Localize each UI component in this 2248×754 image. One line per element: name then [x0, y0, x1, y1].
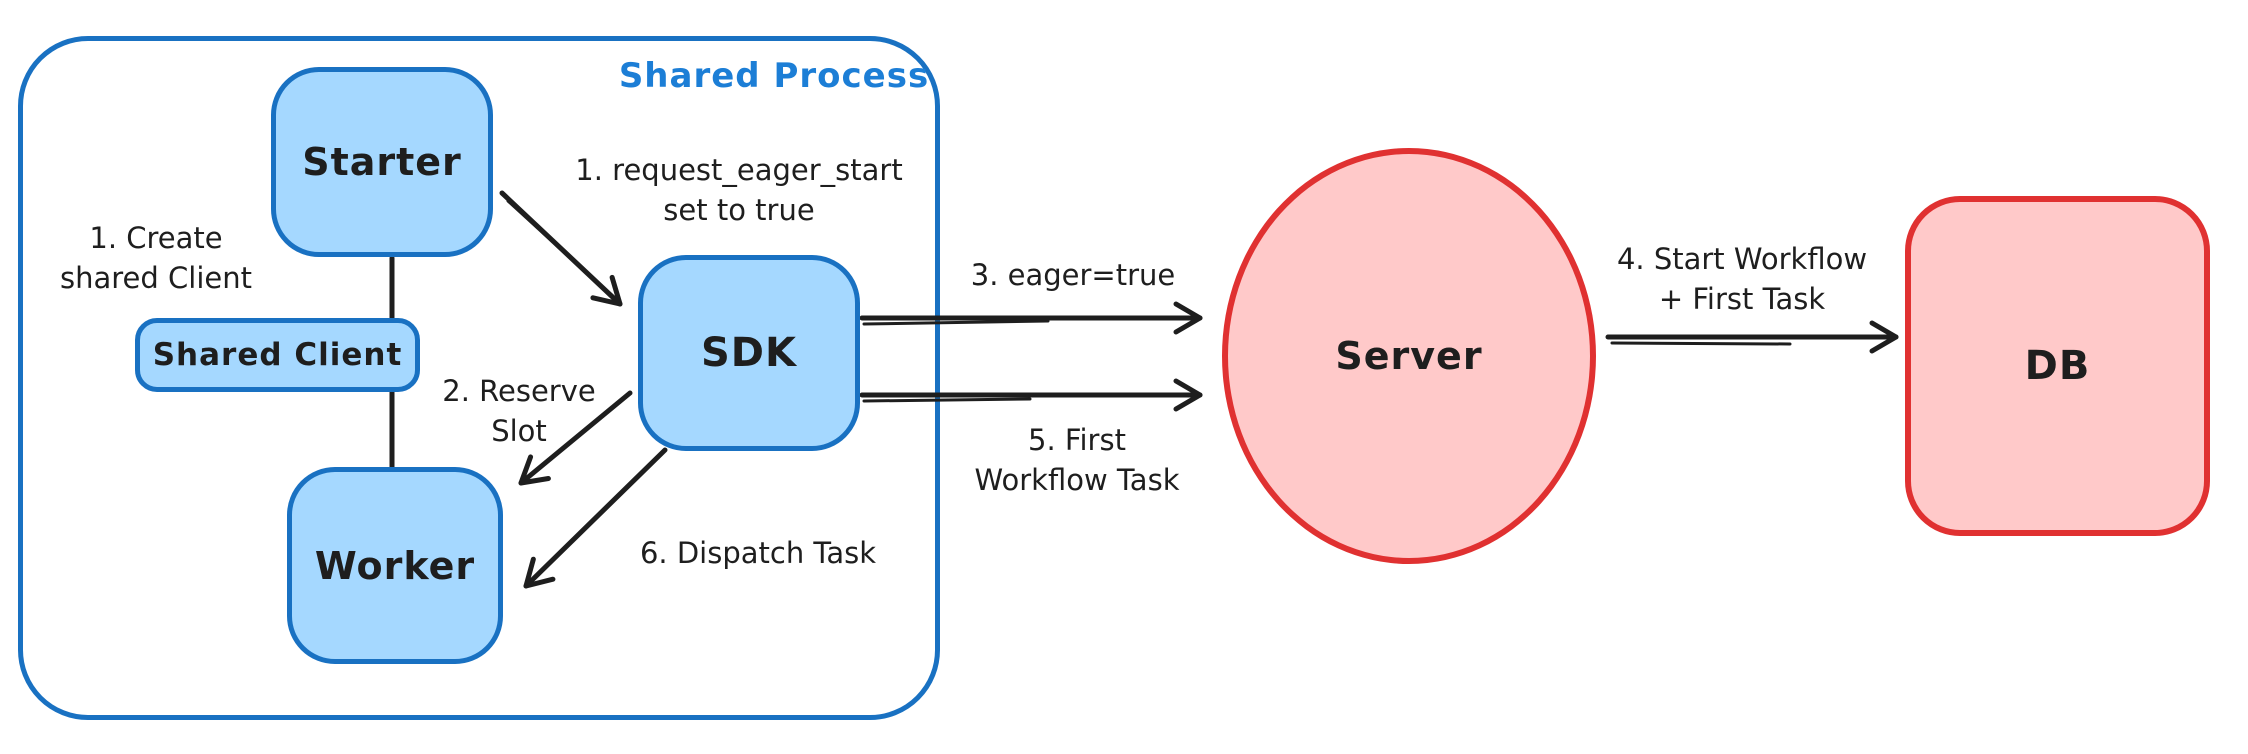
annotation-line: shared Client [60, 261, 252, 295]
annotation-line: 6. Dispatch Task [639, 536, 877, 570]
arrow-sdk-worker-reserve [518, 390, 633, 486]
server-label: Server [1335, 334, 1483, 378]
annotation-reserve-slot: 2. Reserve Slot [442, 371, 595, 451]
annotation-line: Workflow Task [974, 463, 1180, 497]
annotation-line: 2. Reserve [442, 374, 596, 408]
shared-process-container [18, 36, 940, 720]
shared-client-node: Shared Client [135, 318, 420, 392]
arrow-sdk-server-eager-sketch [862, 319, 1050, 326]
sdk-node: SDK [638, 255, 860, 451]
annotation-eager-true: 3. eager=true [971, 255, 1176, 295]
annotation-dispatch-task: 6. Dispatch Task [640, 533, 876, 573]
annotation-line: 4. Start Workflow [1616, 242, 1868, 276]
server-node: Server [1222, 148, 1596, 564]
db-label: DB [2024, 343, 2091, 389]
shared-process-label: Shared Process [618, 56, 930, 96]
annotation-line: 5. First [1028, 423, 1126, 457]
annotation-line: set to true [663, 193, 815, 227]
annotation-line: 1. request_eager_start [575, 153, 903, 187]
shared-client-label: Shared Client [152, 337, 403, 373]
arrow-sdk-server-first-task-sketch [862, 397, 1032, 403]
starter-node: Starter [271, 67, 493, 257]
annotation-request-eager-start: 1. request_eager_start set to true [575, 150, 902, 230]
arrow-starter-sdk-sketch [506, 199, 568, 256]
annotation-start-workflow: 4. Start Workflow + First Task [1617, 239, 1867, 319]
annotation-line: Slot [491, 414, 547, 448]
worker-node: Worker [287, 467, 503, 664]
annotation-line: 1. Create [89, 221, 223, 255]
annotation-line: + First Task [1658, 282, 1826, 316]
sdk-label: SDK [700, 330, 797, 376]
annotation-line: 3. eager=true [970, 258, 1176, 292]
annotation-first-workflow-task: 5. First Workflow Task [975, 420, 1180, 500]
starter-label: Starter [302, 140, 462, 184]
arrow-sdk-worker-dispatch [523, 447, 668, 589]
arrow-server-db-sketch [1610, 341, 1792, 346]
annotation-create-shared-client: 1. Create shared Client [60, 218, 252, 298]
db-node: DB [1905, 196, 2210, 536]
worker-label: Worker [314, 543, 476, 588]
